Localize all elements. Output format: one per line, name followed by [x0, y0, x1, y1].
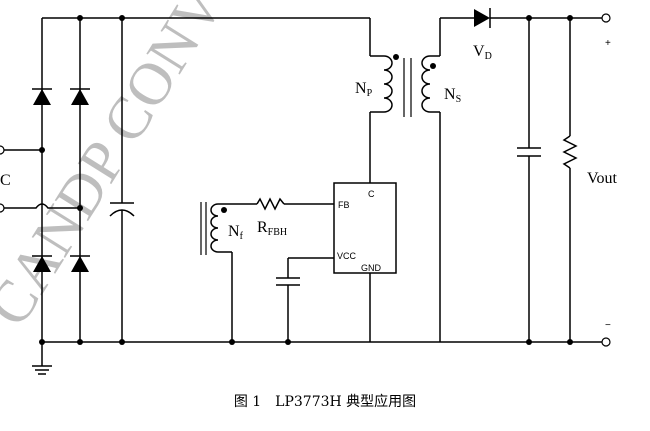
minus-sign: −	[605, 320, 611, 331]
ns-label: NS	[444, 86, 461, 105]
nf-polarity-dot	[221, 207, 227, 213]
plus-sign: +	[605, 38, 611, 49]
figure-caption: 图 1 LP3773H 典型应用图	[233, 394, 417, 410]
vd-label: VD	[473, 43, 492, 62]
vcc-capacitor	[229, 257, 334, 345]
transformer-primary: NP	[355, 18, 399, 183]
ac-label: C	[0, 172, 11, 189]
diode-d4	[71, 256, 89, 272]
output-capacitor	[517, 15, 541, 345]
load-resistor	[562, 15, 578, 345]
diode-d1	[33, 89, 51, 105]
diode-d3	[33, 256, 51, 272]
ns-polarity-dot	[430, 63, 436, 69]
np-polarity-dot	[393, 54, 399, 60]
vout-terminal-plus	[601, 13, 611, 23]
np-label: NP	[355, 80, 373, 99]
ac-terminal-bottom	[0, 203, 5, 213]
ground-icon	[32, 342, 52, 375]
controller-ic: FB C VCC GND	[333, 182, 397, 274]
pin-c-label: C	[368, 189, 375, 199]
feedback-resistor: RFBH	[232, 197, 334, 238]
transformer-core	[403, 58, 412, 117]
nf-label: Nf	[228, 223, 244, 242]
pin-gnd-label: GND	[361, 263, 382, 273]
transformer-secondary: NS	[421, 18, 461, 342]
pin-fb-label: FB	[338, 200, 350, 210]
rfbh-label: RFBH	[257, 219, 287, 238]
pin-vcc-label: VCC	[337, 251, 357, 261]
bulk-capacitor	[109, 18, 135, 342]
watermark: CANDP CONV	[0, 0, 236, 337]
output-diode: VD	[440, 8, 606, 62]
aux-winding: Nf	[200, 202, 244, 342]
diode-d2	[71, 89, 89, 105]
watermark-text: CANDP CONV	[0, 0, 236, 337]
bridge-rectifier: C	[0, 15, 440, 345]
ac-terminal-top	[0, 145, 5, 155]
vout-terminal-minus	[601, 337, 611, 347]
vout-label: Vout	[587, 170, 617, 187]
